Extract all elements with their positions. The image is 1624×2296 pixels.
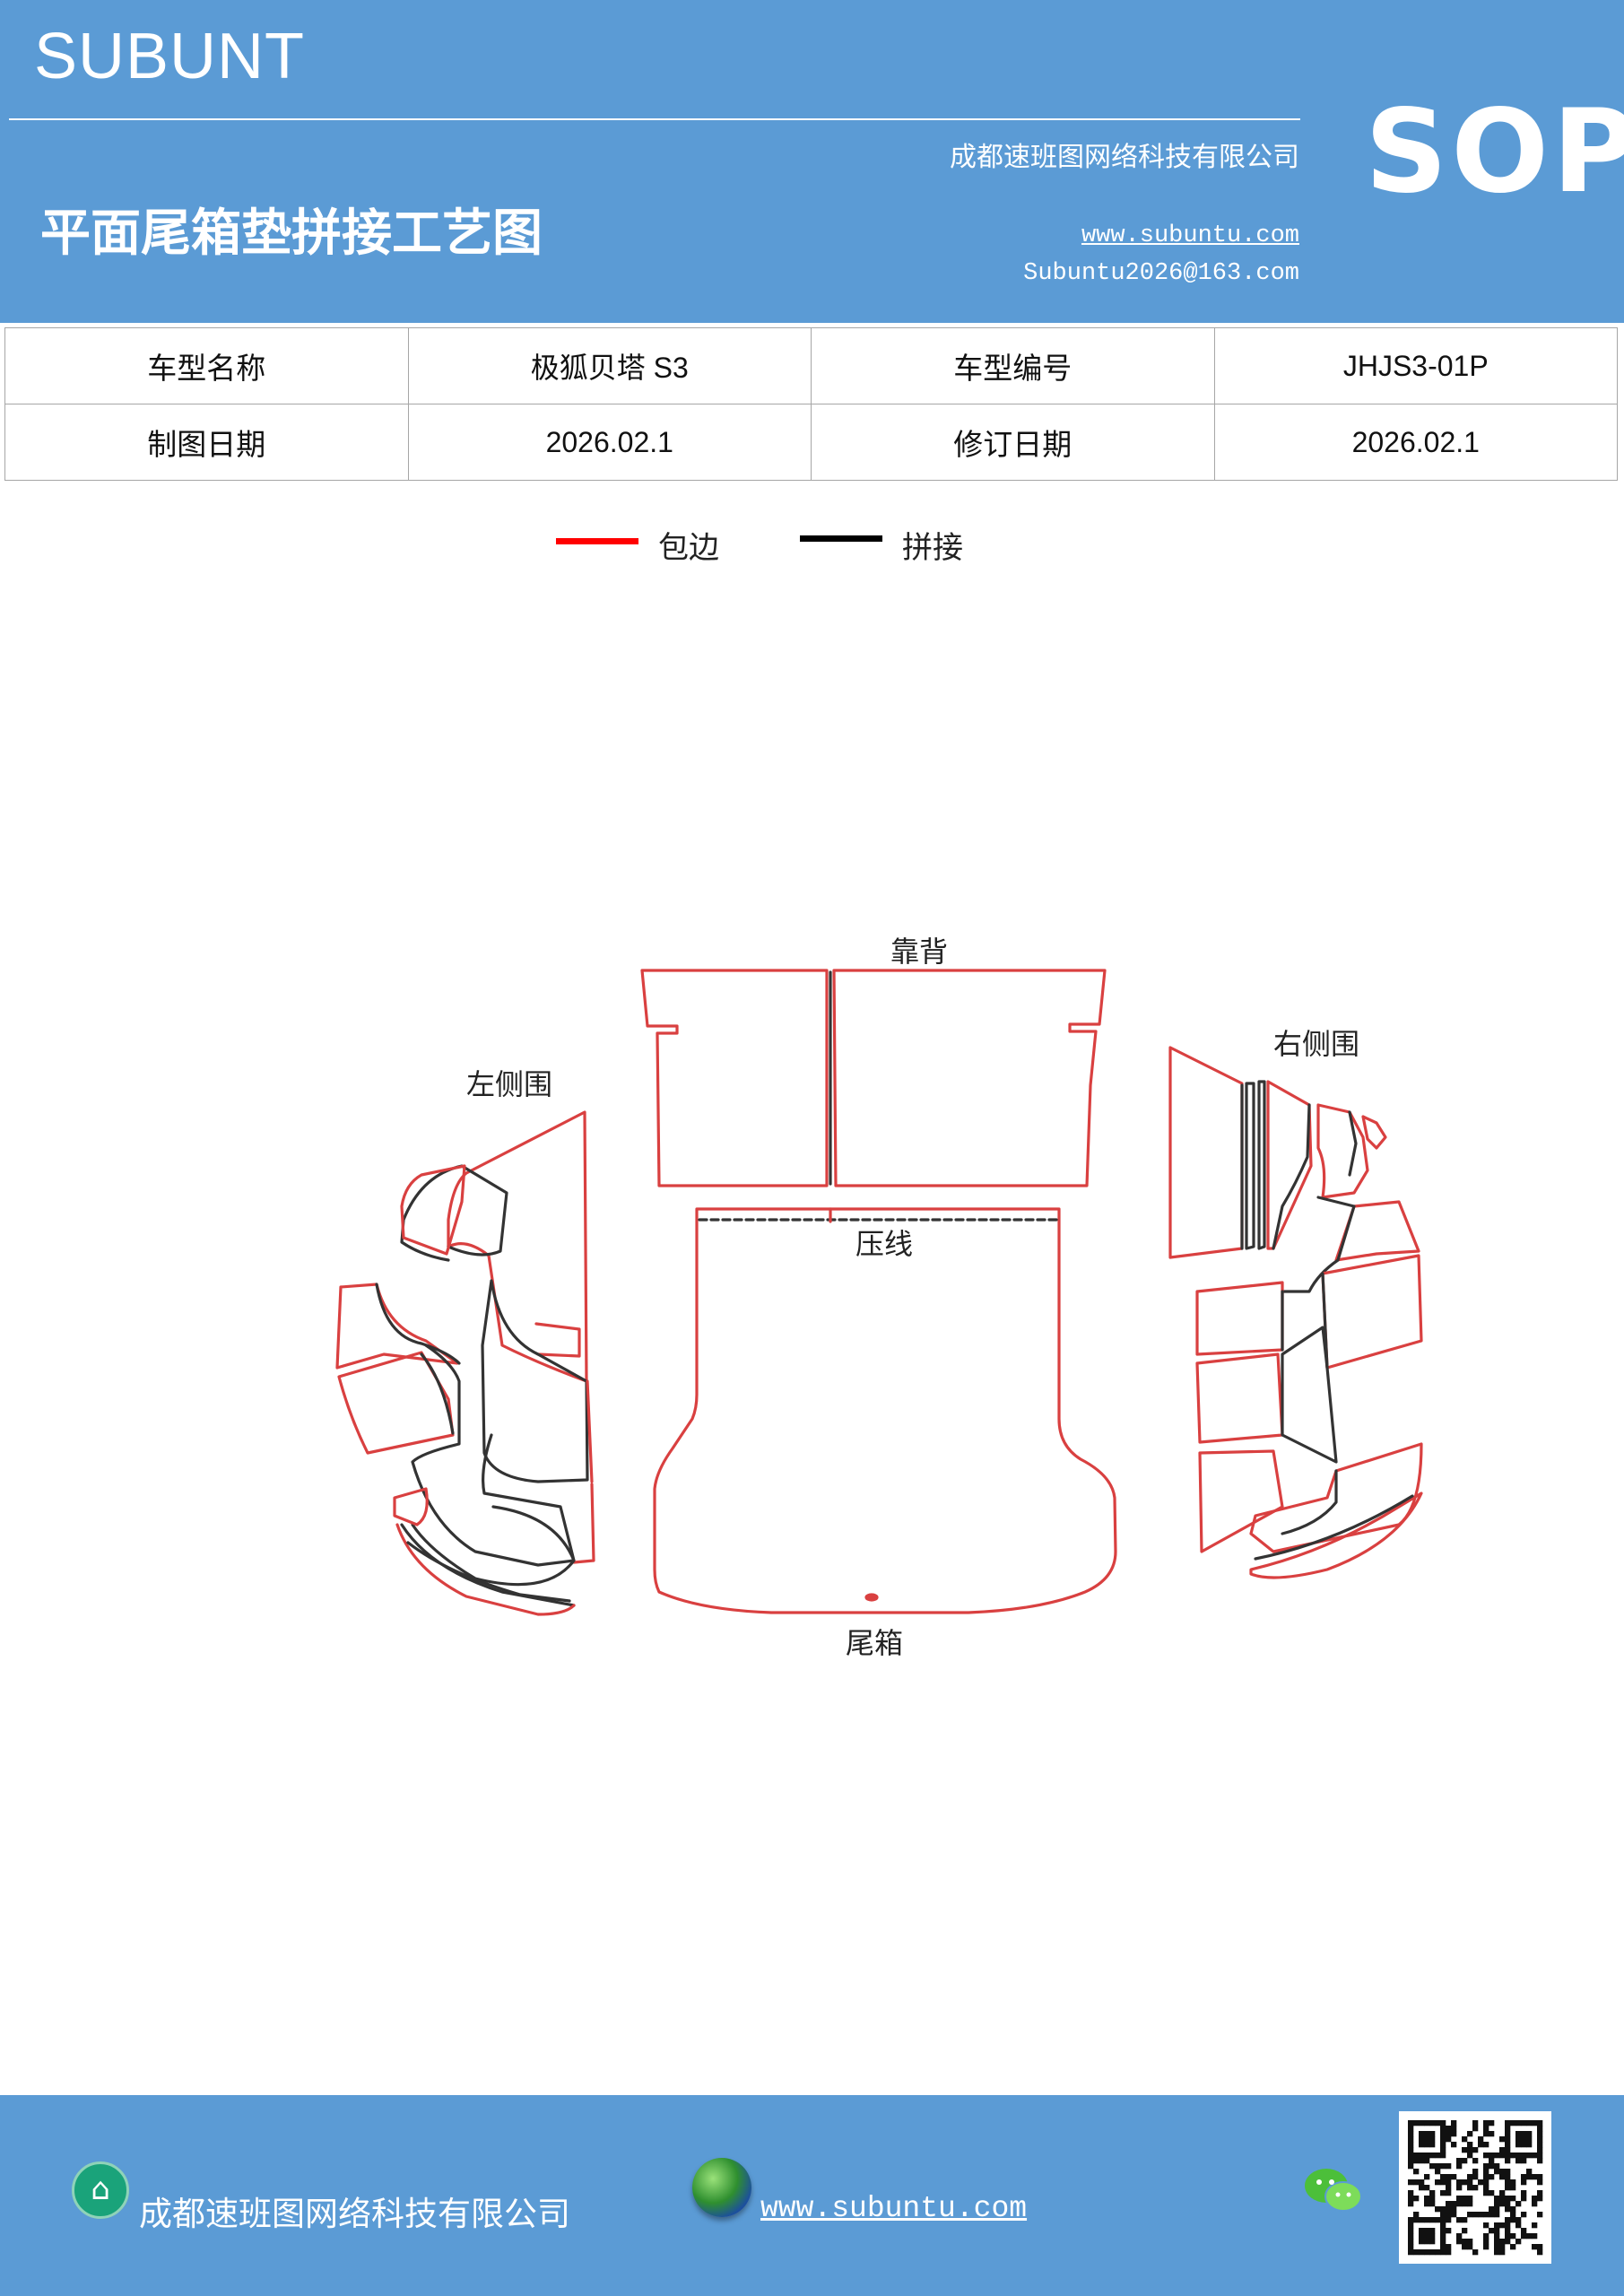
trunk-center-mark (864, 1593, 879, 1602)
vehicle-info-table: 车型名称 极狐贝塔 S3 车型编号 JHJS3-01P 制图日期 2026.02… (4, 327, 1618, 481)
document-title: 平面尾箱垫拼接工艺图 (40, 204, 543, 263)
trunk-panel (653, 1207, 1117, 1614)
backrest-left-panel (640, 969, 829, 1187)
sop-badge: SOP (1365, 85, 1624, 219)
right-side-label: 右侧围 (1273, 1027, 1359, 1061)
press-line-label: 压线 (855, 1227, 913, 1261)
header-divider (9, 118, 1300, 120)
model-name-label: 车型名称 (4, 327, 409, 404)
backrest-label: 靠背 (890, 935, 948, 969)
building-icon: ⌂ (72, 2161, 129, 2219)
legend-splice-label: 拼接 (902, 530, 963, 566)
left-side-panels (335, 1110, 595, 1616)
legend-edge-swatch (556, 538, 638, 544)
legend-edge-label: 包边 (658, 530, 719, 566)
legend-splice-swatch (800, 535, 882, 542)
wechat-icon (1305, 2169, 1362, 2212)
qr-code[interactable] (1399, 2111, 1551, 2264)
model-code-value: JHJS3-01P (1213, 327, 1618, 404)
trunk-label: 尾箱 (846, 1626, 903, 1660)
header-email: Subuntu2026@163.com (1023, 260, 1299, 287)
model-name-value: 极狐贝塔 S3 (407, 327, 812, 404)
left-side-label: 左侧围 (466, 1067, 552, 1101)
globe-icon (692, 2158, 751, 2217)
draw-date-value: 2026.02.1 (407, 404, 812, 481)
header-website-link[interactable]: www.subuntu.com (1081, 222, 1299, 249)
table-row: 车型名称 极狐贝塔 S3 车型编号 JHJS3-01P (4, 327, 1618, 404)
trunk-panel-group (653, 1207, 1117, 1614)
backrest-panels (640, 969, 1107, 1187)
brand-name: SUBUNT (34, 21, 306, 92)
footer-website-link[interactable]: www.subuntu.com (760, 2192, 1028, 2225)
draw-date-label: 制图日期 (4, 404, 409, 481)
table-row: 制图日期 2026.02.1 修订日期 2026.02.1 (4, 404, 1618, 481)
header-banner (0, 0, 1624, 323)
backrest-right-panel (832, 969, 1107, 1187)
right-side-panels (1168, 1046, 1423, 1579)
revision-date-value: 2026.02.1 (1213, 404, 1618, 481)
header-company-name: 成都速班图网络科技有限公司 (950, 142, 1299, 173)
revision-date-label: 修订日期 (811, 404, 1215, 481)
model-code-label: 车型编号 (811, 327, 1215, 404)
footer-company-name: 成都速班图网络科技有限公司 (139, 2195, 570, 2233)
